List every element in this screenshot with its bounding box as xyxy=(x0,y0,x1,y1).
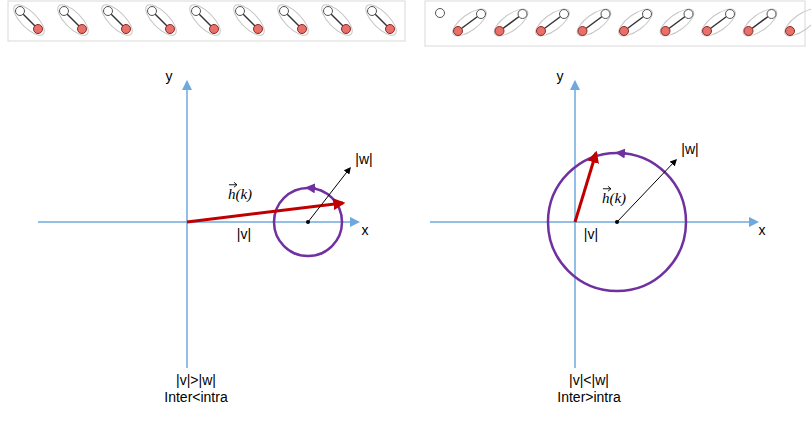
vector-marks xyxy=(229,182,611,191)
condition-label: |v|>|w| xyxy=(176,373,216,388)
site-b xyxy=(661,27,670,36)
winding-circle xyxy=(548,153,686,291)
site-b xyxy=(786,27,795,36)
unit-cell xyxy=(739,4,781,40)
unit-cell xyxy=(656,4,698,40)
site-b xyxy=(34,25,43,34)
site-b xyxy=(578,27,587,36)
site-a xyxy=(477,10,486,19)
site-b xyxy=(744,27,753,36)
site-b xyxy=(703,27,712,36)
site-a xyxy=(280,7,289,16)
unit-cell xyxy=(361,0,401,40)
axis-label: y xyxy=(166,69,173,84)
condition-label: |v|<|w| xyxy=(569,373,609,388)
y-axis xyxy=(186,82,188,368)
unit-cell xyxy=(185,0,225,40)
site-b xyxy=(122,25,131,34)
site-b xyxy=(495,27,504,36)
site-a xyxy=(560,10,569,19)
unit-cell xyxy=(9,0,49,40)
site-b xyxy=(620,27,629,36)
vector-label: h(k) xyxy=(228,186,252,203)
radius-arrow xyxy=(308,168,350,222)
unit-cell xyxy=(53,0,93,40)
dimer-chain xyxy=(9,0,401,40)
site-b xyxy=(386,25,395,34)
site-a xyxy=(726,10,735,19)
regime-label: Inter>intra xyxy=(557,390,620,405)
site-b xyxy=(78,25,87,34)
site-a xyxy=(684,10,693,19)
site-a xyxy=(324,7,333,16)
site-a xyxy=(236,7,245,16)
vector-arrow xyxy=(603,188,611,189)
unit-cell xyxy=(781,4,811,40)
length-label: |w| xyxy=(355,152,372,167)
direction-arrow xyxy=(310,187,316,190)
x-axis xyxy=(430,221,757,223)
unit-cell xyxy=(317,0,357,40)
axis-label: x xyxy=(759,223,766,238)
unit-cell xyxy=(141,0,181,40)
unit-cell xyxy=(698,4,740,40)
site-a xyxy=(767,10,776,19)
site-a xyxy=(436,9,445,18)
unit-cell xyxy=(615,4,657,40)
site-a xyxy=(60,7,69,16)
h-vector xyxy=(575,153,596,222)
unit-cell xyxy=(573,4,615,40)
regime-label: Inter<intra xyxy=(164,390,227,405)
unit-cell xyxy=(273,0,313,40)
site-b xyxy=(298,25,307,34)
site-a xyxy=(192,7,201,16)
site-b xyxy=(210,25,219,34)
site-b xyxy=(254,25,263,34)
length-label: |v| xyxy=(584,227,598,242)
site-b xyxy=(342,25,351,34)
length-label: |v| xyxy=(237,227,251,242)
site-b xyxy=(166,25,175,34)
site-b xyxy=(454,27,463,36)
site-a xyxy=(104,7,113,16)
vector-arrow xyxy=(229,184,237,185)
site-a xyxy=(643,10,652,19)
length-label: |w| xyxy=(681,142,698,157)
site-a xyxy=(16,7,25,16)
site-a xyxy=(368,7,377,16)
site-b xyxy=(537,27,546,36)
chain-frame xyxy=(8,1,405,41)
unit-cell xyxy=(532,4,574,40)
site-a xyxy=(518,10,527,19)
y-axis xyxy=(574,82,576,368)
unit-cell xyxy=(449,4,491,40)
vector-label: h(k) xyxy=(602,190,626,207)
axis-label: x xyxy=(362,223,369,238)
axis-label: y xyxy=(557,69,564,84)
site-a xyxy=(601,10,610,19)
h-vector xyxy=(187,203,343,222)
unit-cell xyxy=(229,0,269,40)
site-a xyxy=(148,7,157,16)
dimer-chain xyxy=(436,4,811,40)
unit-cell xyxy=(490,4,532,40)
chain-frame xyxy=(425,1,805,46)
unit-cell xyxy=(97,0,137,40)
direction-arrow xyxy=(620,152,626,155)
